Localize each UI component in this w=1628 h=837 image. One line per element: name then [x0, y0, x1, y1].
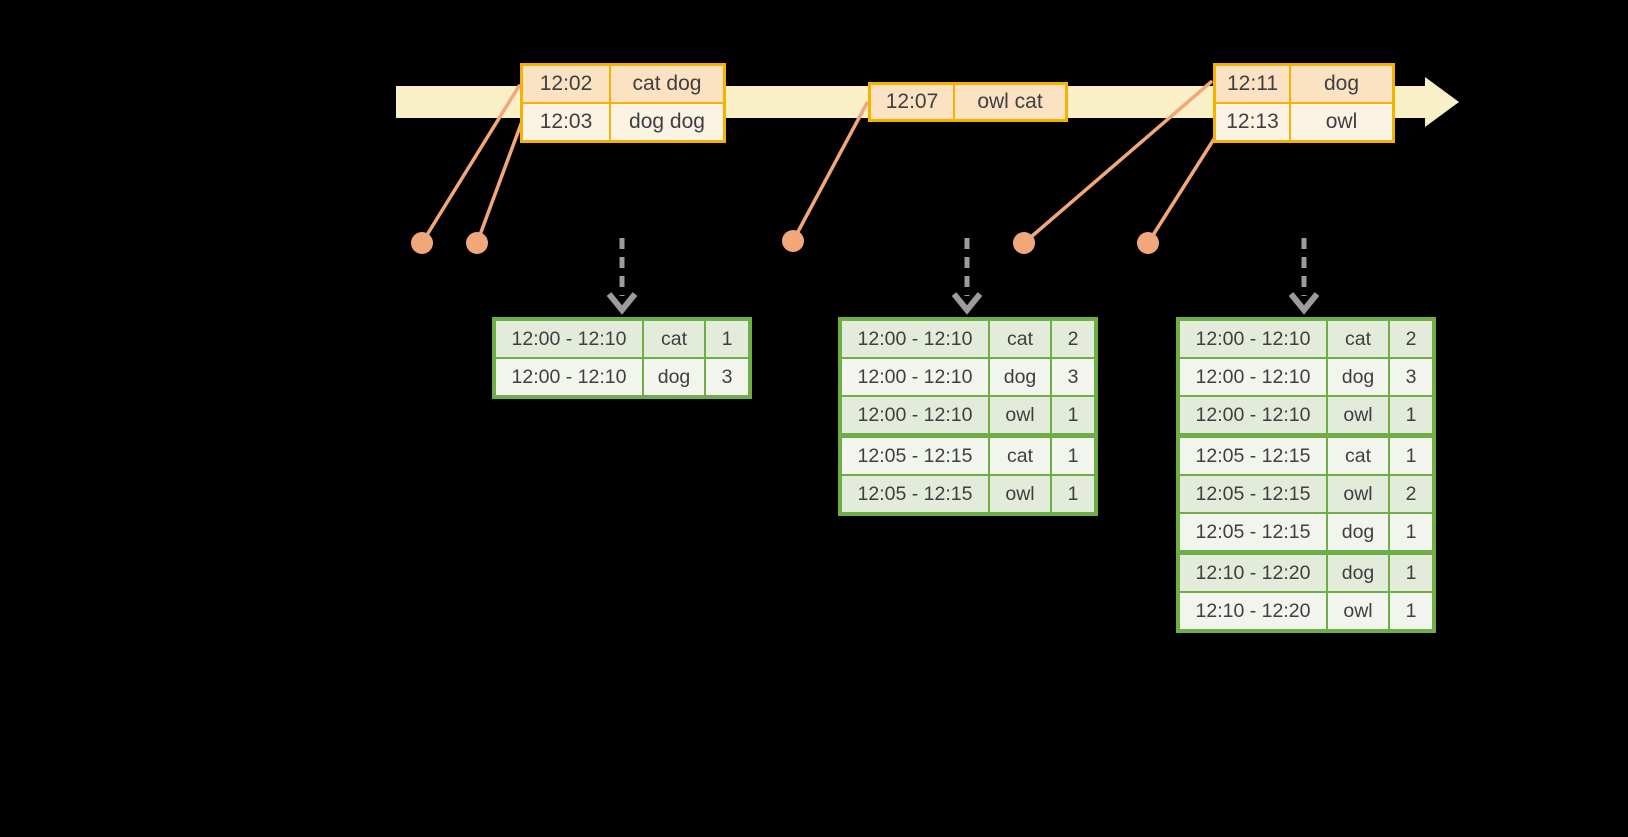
- window-cell: 12:00 - 12:10: [1180, 397, 1326, 433]
- table-row: 12:13 owl: [1216, 104, 1392, 140]
- event-dot-icon: [411, 232, 433, 254]
- timeline-arrowhead-icon: [1425, 77, 1459, 127]
- event-time: 12:02: [523, 66, 609, 102]
- count-cell: 3: [1052, 359, 1094, 395]
- table-row: 12:00 - 12:10 dog 3: [496, 359, 748, 395]
- count-cell: 3: [706, 359, 748, 395]
- result-table-3: 12:00 - 12:10 cat 2 12:00 - 12:10 dog 3 …: [1176, 317, 1436, 633]
- event-dot-icon: [1137, 232, 1159, 254]
- event-words: dog: [1291, 66, 1392, 102]
- word-cell: owl: [1328, 593, 1388, 629]
- table-row: 12:05 - 12:15 owl 1: [842, 476, 1094, 512]
- window-cell: 12:05 - 12:15: [842, 438, 988, 474]
- table-row: 12:03 dog dog: [523, 104, 723, 140]
- window-cell: 12:00 - 12:10: [842, 359, 988, 395]
- event-words: owl cat: [955, 85, 1065, 119]
- count-cell: 1: [1052, 397, 1094, 433]
- down-arrowhead-icon: [1288, 292, 1320, 315]
- down-arrowhead-icon: [951, 292, 983, 315]
- window-cell: 12:00 - 12:10: [1180, 321, 1326, 357]
- event-words: dog dog: [611, 104, 723, 140]
- result-table-2: 12:00 - 12:10 cat 2 12:00 - 12:10 dog 3 …: [838, 317, 1098, 516]
- table-row: 12:00 - 12:10 owl 1: [842, 397, 1094, 433]
- word-cell: cat: [1328, 438, 1388, 474]
- table-row: 12:02 cat dog: [523, 66, 723, 102]
- count-cell: 2: [1390, 321, 1432, 357]
- word-cell: owl: [1328, 476, 1388, 512]
- down-arrowhead-icon: [606, 292, 638, 315]
- event-time: 12:07: [871, 85, 953, 119]
- result-table-1: 12:00 - 12:10 cat 1 12:00 - 12:10 dog 3: [492, 317, 752, 399]
- input-table-1: 12:02 cat dog 12:03 dog dog: [520, 63, 726, 143]
- word-cell: cat: [1328, 321, 1388, 357]
- window-cell: 12:00 - 12:10: [496, 359, 642, 395]
- connector-line: [1022, 80, 1213, 245]
- word-cell: dog: [1328, 359, 1388, 395]
- count-cell: 1: [1390, 593, 1432, 629]
- word-cell: dog: [990, 359, 1050, 395]
- table-row: 12:05 - 12:15 cat 1: [842, 438, 1094, 474]
- table-row: 12:00 - 12:10 owl 1: [1180, 397, 1432, 433]
- trigger-arrows: [606, 238, 1320, 315]
- window-cell: 12:10 - 12:20: [1180, 555, 1326, 591]
- table-row: 12:10 - 12:20 dog 1: [1180, 555, 1432, 591]
- window-cell: 12:10 - 12:20: [1180, 593, 1326, 629]
- window-cell: 12:05 - 12:15: [842, 476, 988, 512]
- table-row: 12:00 - 12:10 dog 3: [1180, 359, 1432, 395]
- word-cell: owl: [990, 397, 1050, 433]
- word-cell: dog: [644, 359, 704, 395]
- connector-line: [791, 101, 869, 243]
- word-cell: dog: [1328, 514, 1388, 550]
- table-row: 12:11 dog: [1216, 66, 1392, 102]
- table-row: 12:00 - 12:10 cat 1: [496, 321, 748, 357]
- table-row: 12:05 - 12:15 cat 1: [1180, 438, 1432, 474]
- connector-line: [475, 122, 523, 245]
- count-cell: 1: [1390, 514, 1432, 550]
- table-row: 12:05 - 12:15 dog 1: [1180, 514, 1432, 550]
- word-cell: dog: [1328, 555, 1388, 591]
- table-row: 12:10 - 12:20 owl 1: [1180, 593, 1432, 629]
- table-row: 12:05 - 12:15 owl 2: [1180, 476, 1432, 512]
- event-time: 12:03: [523, 104, 609, 140]
- window-cell: 12:00 - 12:10: [496, 321, 642, 357]
- count-cell: 1: [1052, 438, 1094, 474]
- event-dot-icon: [782, 230, 804, 252]
- event-words: owl: [1291, 104, 1392, 140]
- event-dots: [411, 230, 1159, 254]
- event-connector-lines: [420, 80, 1216, 245]
- count-cell: 1: [706, 321, 748, 357]
- word-cell: owl: [1328, 397, 1388, 433]
- connector-line: [1146, 137, 1216, 245]
- word-cell: cat: [990, 438, 1050, 474]
- count-cell: 2: [1052, 321, 1094, 357]
- table-row: 12:00 - 12:10 dog 3: [842, 359, 1094, 395]
- window-cell: 12:00 - 12:10: [842, 397, 988, 433]
- count-cell: 1: [1390, 438, 1432, 474]
- window-cell: 12:05 - 12:15: [1180, 438, 1326, 474]
- count-cell: 2: [1390, 476, 1432, 512]
- window-cell: 12:05 - 12:15: [1180, 476, 1326, 512]
- count-cell: 1: [1390, 555, 1432, 591]
- event-time: 12:13: [1216, 104, 1289, 140]
- table-row: 12:00 - 12:10 cat 2: [842, 321, 1094, 357]
- window-cell: 12:05 - 12:15: [1180, 514, 1326, 550]
- word-cell: cat: [644, 321, 704, 357]
- input-table-3: 12:11 dog 12:13 owl: [1213, 63, 1395, 143]
- event-dot-icon: [466, 232, 488, 254]
- window-cell: 12:00 - 12:10: [1180, 359, 1326, 395]
- word-cell: cat: [990, 321, 1050, 357]
- event-time: 12:11: [1216, 66, 1289, 102]
- table-row: 12:07 owl cat: [871, 85, 1065, 119]
- connector-line: [420, 84, 521, 245]
- event-dot-icon: [1013, 232, 1035, 254]
- count-cell: 3: [1390, 359, 1432, 395]
- input-table-2: 12:07 owl cat: [868, 82, 1068, 122]
- count-cell: 1: [1390, 397, 1432, 433]
- table-row: 12:00 - 12:10 cat 2: [1180, 321, 1432, 357]
- event-words: cat dog: [611, 66, 723, 102]
- word-cell: owl: [990, 476, 1050, 512]
- window-cell: 12:00 - 12:10: [842, 321, 988, 357]
- count-cell: 1: [1052, 476, 1094, 512]
